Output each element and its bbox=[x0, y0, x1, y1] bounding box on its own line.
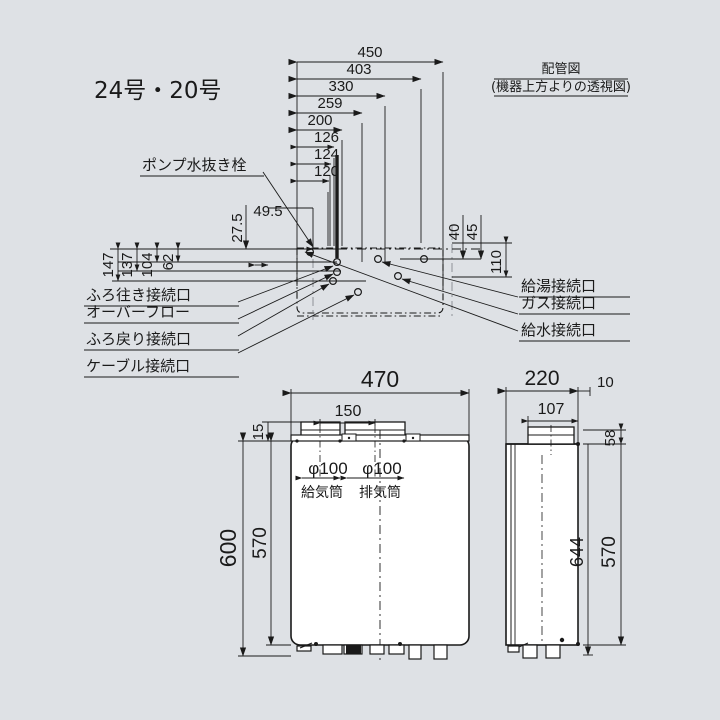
piping-view-title: 配管図 (機器上方よりの透視図) bbox=[491, 62, 631, 97]
dim-220: 220 bbox=[524, 367, 559, 390]
dim-45: 45 bbox=[464, 224, 481, 241]
callout-pump-drain-plug: ポンプ水抜き栓 bbox=[142, 156, 247, 174]
dim-600: 600 bbox=[215, 529, 241, 567]
dim-15: 15 bbox=[250, 424, 267, 441]
callout-gas-port: ガス接続口 bbox=[521, 294, 596, 312]
dimension-labels-top: 450 403 330 259 200 126 124 120 bbox=[307, 44, 382, 180]
dim-104: 104 bbox=[139, 252, 156, 277]
dim-450: 450 bbox=[357, 44, 382, 61]
dim-10-line bbox=[578, 387, 591, 396]
dim-110: 110 bbox=[488, 250, 505, 274]
dim-147: 147 bbox=[100, 252, 117, 277]
dim-570-side: 570 bbox=[599, 536, 620, 568]
dim-62: 62 bbox=[160, 254, 177, 271]
dim-58-line bbox=[583, 423, 626, 445]
dim-570-front-line bbox=[266, 432, 291, 646]
callout-hot-water-port: 給湯接続口 bbox=[521, 277, 596, 295]
dim-49-5: 49.5 bbox=[253, 203, 282, 220]
callout-overflow: オーバーフロー bbox=[86, 303, 190, 321]
dim-107: 107 bbox=[538, 401, 565, 418]
piping-diagram: 450 403 330 259 200 126 124 120 27.5 49.… bbox=[84, 44, 630, 378]
dimension-labels-left: 147 137 104 62 bbox=[100, 252, 177, 277]
dimension-stack-left bbox=[112, 242, 183, 282]
label-exhaust-flue: 排気筒 bbox=[359, 484, 401, 501]
dim-403: 403 bbox=[346, 61, 371, 78]
dim-150: 150 bbox=[335, 403, 362, 420]
piping-view-title-text: 配管図 bbox=[541, 62, 580, 77]
dim-10: 10 bbox=[597, 374, 614, 391]
dim-126: 126 bbox=[314, 129, 339, 146]
label-intake-diameter: φ100 bbox=[308, 459, 347, 478]
label-exhaust-diameter: φ100 bbox=[362, 459, 401, 478]
dim-58: 58 bbox=[602, 430, 619, 447]
dim-lines-misc bbox=[178, 205, 314, 268]
dim-600-line bbox=[238, 432, 291, 657]
callout-cold-water-port: 給水接続口 bbox=[521, 321, 596, 339]
dim-644: 644 bbox=[567, 537, 587, 567]
dim-570-side-line bbox=[583, 444, 626, 646]
dim-40: 40 bbox=[446, 224, 463, 241]
dim-259: 259 bbox=[317, 95, 342, 112]
callouts-left: ポンプ水抜き栓 ふろ往き接続口 オーバーフロー ふろ戻り接続口 ケーブル接続口 bbox=[84, 156, 264, 378]
front-view: 470 150 15 600 570 φ100 φ100 bbox=[215, 366, 470, 660]
bottom-connections-side bbox=[507, 644, 561, 659]
dim-107-line bbox=[521, 416, 579, 427]
dim-220-line bbox=[497, 387, 579, 444]
unit-outline-top-view bbox=[296, 247, 444, 317]
callout-bath-outlet-port: ふろ往き接続口 bbox=[86, 286, 191, 304]
dimension-stack-piping-right bbox=[400, 215, 512, 278]
label-intake-flue: 給気筒 bbox=[301, 484, 343, 501]
callout-bath-return-port: ふろ戻り接続口 bbox=[86, 330, 191, 348]
dimension-stack-top bbox=[288, 58, 444, 184]
dim-137: 137 bbox=[119, 252, 136, 277]
dim-570-front: 570 bbox=[250, 527, 271, 559]
dim-470: 470 bbox=[361, 366, 399, 392]
dim-120: 120 bbox=[314, 163, 339, 180]
dim-330: 330 bbox=[328, 78, 353, 95]
model-label: 24号・20号 bbox=[94, 78, 222, 104]
callouts-right: 給湯接続口 ガス接続口 給水接続口 bbox=[519, 277, 630, 342]
dim-124: 124 bbox=[314, 146, 339, 163]
dim-644-line bbox=[583, 444, 593, 656]
piping-view-subtitle-text: (機器上方よりの透視図) bbox=[491, 79, 631, 95]
dim-470-line bbox=[282, 389, 470, 437]
dim-200: 200 bbox=[307, 112, 332, 129]
side-view: 220 10 107 58 644 570 bbox=[497, 367, 626, 659]
leader-lines-left bbox=[237, 171, 355, 354]
callout-cable-port: ケーブル接続口 bbox=[86, 357, 190, 375]
dim-150-line bbox=[313, 419, 376, 426]
leader-lines-right bbox=[304, 251, 519, 332]
bottom-connector-dark bbox=[346, 645, 361, 654]
dim-27-5: 27.5 bbox=[229, 213, 246, 242]
